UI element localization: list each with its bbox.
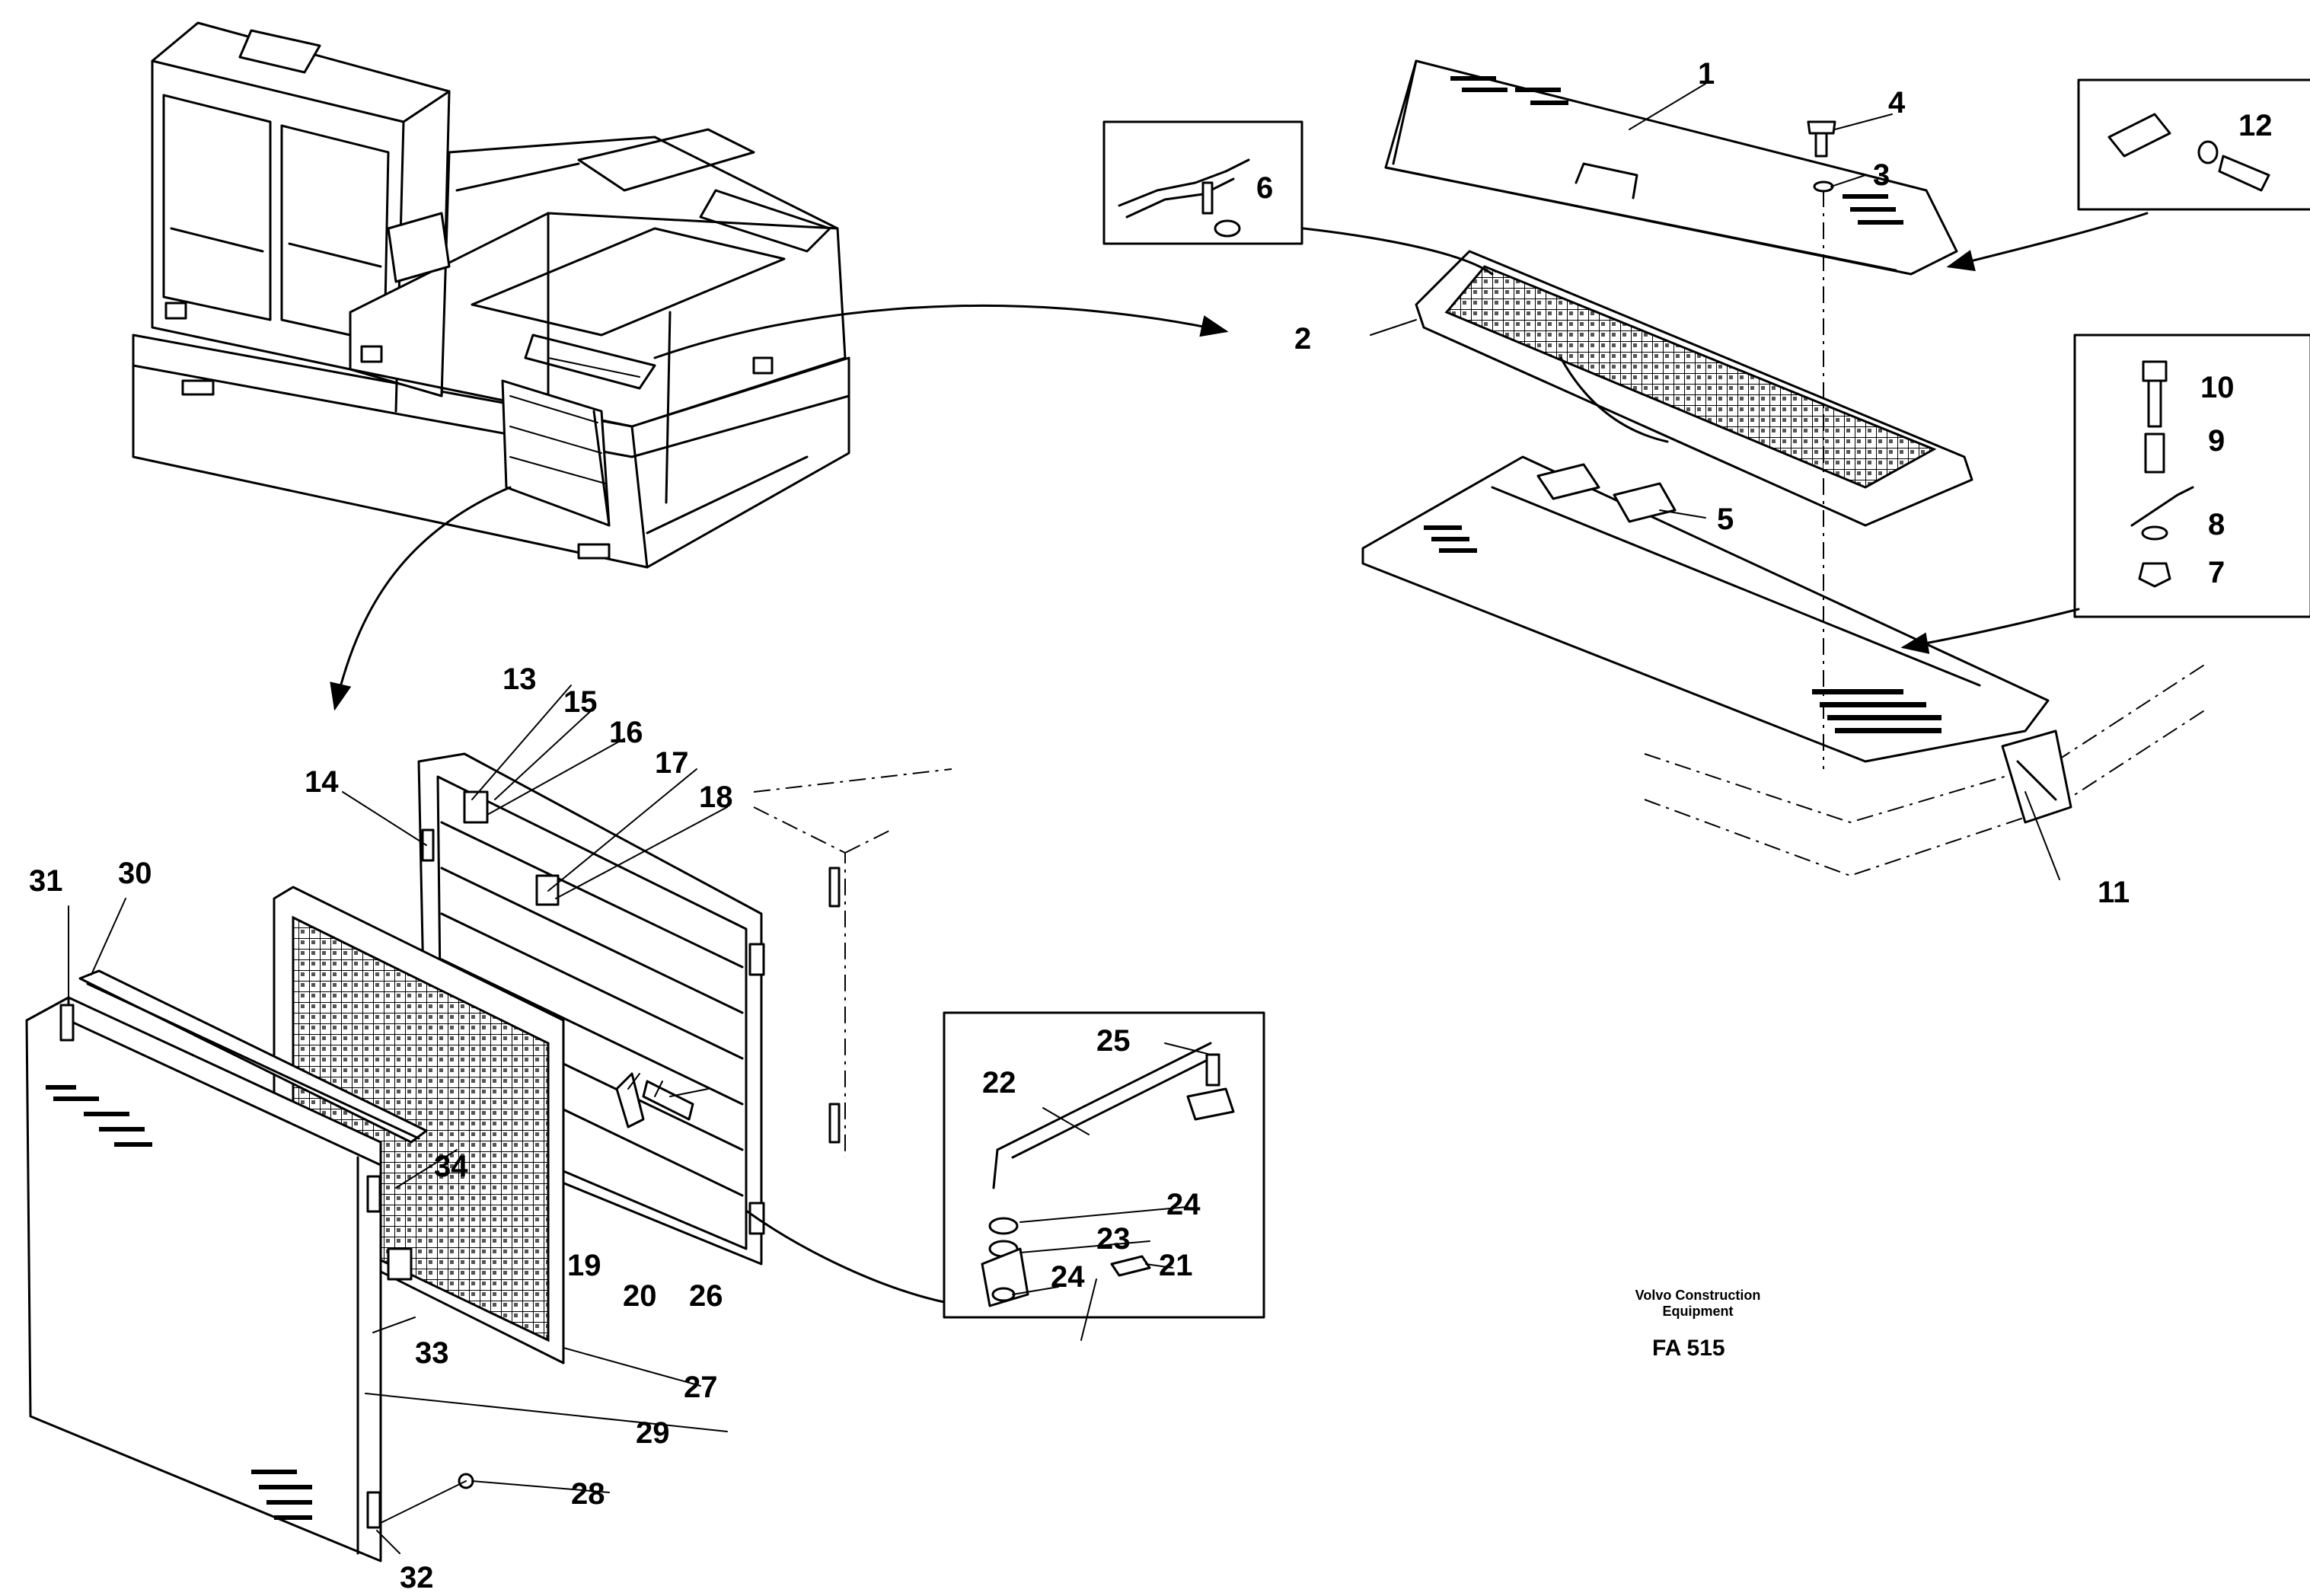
callout-32: 32: [400, 1561, 434, 1594]
callout-8: 8: [2208, 508, 2225, 541]
figure-code: FA 515: [1652, 1336, 1725, 1361]
inset-latch-parts: [943, 1011, 1265, 1341]
maker-line-1: Volvo Construction: [1635, 1288, 1761, 1303]
plate-vent-slots: [1424, 525, 1941, 733]
side-door-assembly: [25, 752, 952, 1562]
callout-23: 23: [1096, 1222, 1131, 1256]
callout-10: 10: [2200, 371, 2235, 404]
callout-33: 33: [415, 1336, 449, 1370]
callout-9: 9: [2208, 424, 2225, 458]
callout-1: 1: [1698, 57, 1715, 91]
callout-30: 30: [118, 857, 152, 890]
callout-16: 16: [609, 716, 643, 749]
callout-5: 5: [1717, 503, 1734, 536]
callout-7: 7: [2208, 556, 2225, 589]
cover-part-1: [1384, 59, 1958, 276]
callout-24a: 24: [1166, 1188, 1201, 1221]
callout-27: 27: [684, 1371, 718, 1404]
callout-15: 15: [563, 685, 598, 719]
inset-parts-7-10: [1900, 334, 2310, 654]
callout-20: 20: [623, 1279, 657, 1313]
callout-31: 31: [29, 864, 63, 898]
callout-13: 13: [503, 662, 537, 696]
callout-26: 26: [689, 1279, 723, 1313]
callout-18: 18: [699, 780, 733, 814]
inset-part-6: [1102, 120, 1494, 276]
callout-14: 14: [305, 765, 339, 799]
excavator-overview: [132, 21, 850, 569]
callout-28: 28: [571, 1477, 605, 1511]
callout-3: 3: [1873, 158, 1890, 192]
callout-22: 22: [982, 1066, 1016, 1100]
callout-24b: 24: [1051, 1260, 1085, 1294]
arrow-to-side-door: [330, 486, 512, 711]
cover-vent-slots: [1450, 76, 1903, 225]
callout-6: 6: [1256, 171, 1273, 205]
callout-labels: 1 2 3 4 5 6 7 8 9 10 11 12 13 14 15 16 1…: [29, 57, 2273, 1594]
door-vent-slots: [46, 1085, 312, 1520]
callout-25: 25: [1096, 1024, 1131, 1058]
callout-2: 2: [1294, 322, 1311, 356]
top-cover-assembly: [1361, 59, 2209, 877]
callout-34: 34: [434, 1150, 468, 1183]
callout-21: 21: [1159, 1249, 1193, 1282]
maker-line-2: Equipment: [1663, 1304, 1734, 1319]
arrow-to-top-cover: [653, 304, 1229, 359]
arrow-to-latch-inset: [745, 1209, 946, 1304]
callout-29: 29: [636, 1416, 670, 1450]
maker-note: Volvo Construction Equipment FA 515: [1635, 1288, 1761, 1361]
inset-part-12: [1946, 78, 2310, 272]
callout-11: 11: [2098, 876, 2130, 909]
callout-17: 17: [655, 746, 689, 780]
callout-19: 19: [567, 1249, 601, 1282]
callout-4: 4: [1888, 86, 1906, 120]
callout-leaders: [68, 83, 2060, 1554]
callout-12: 12: [2238, 109, 2273, 142]
